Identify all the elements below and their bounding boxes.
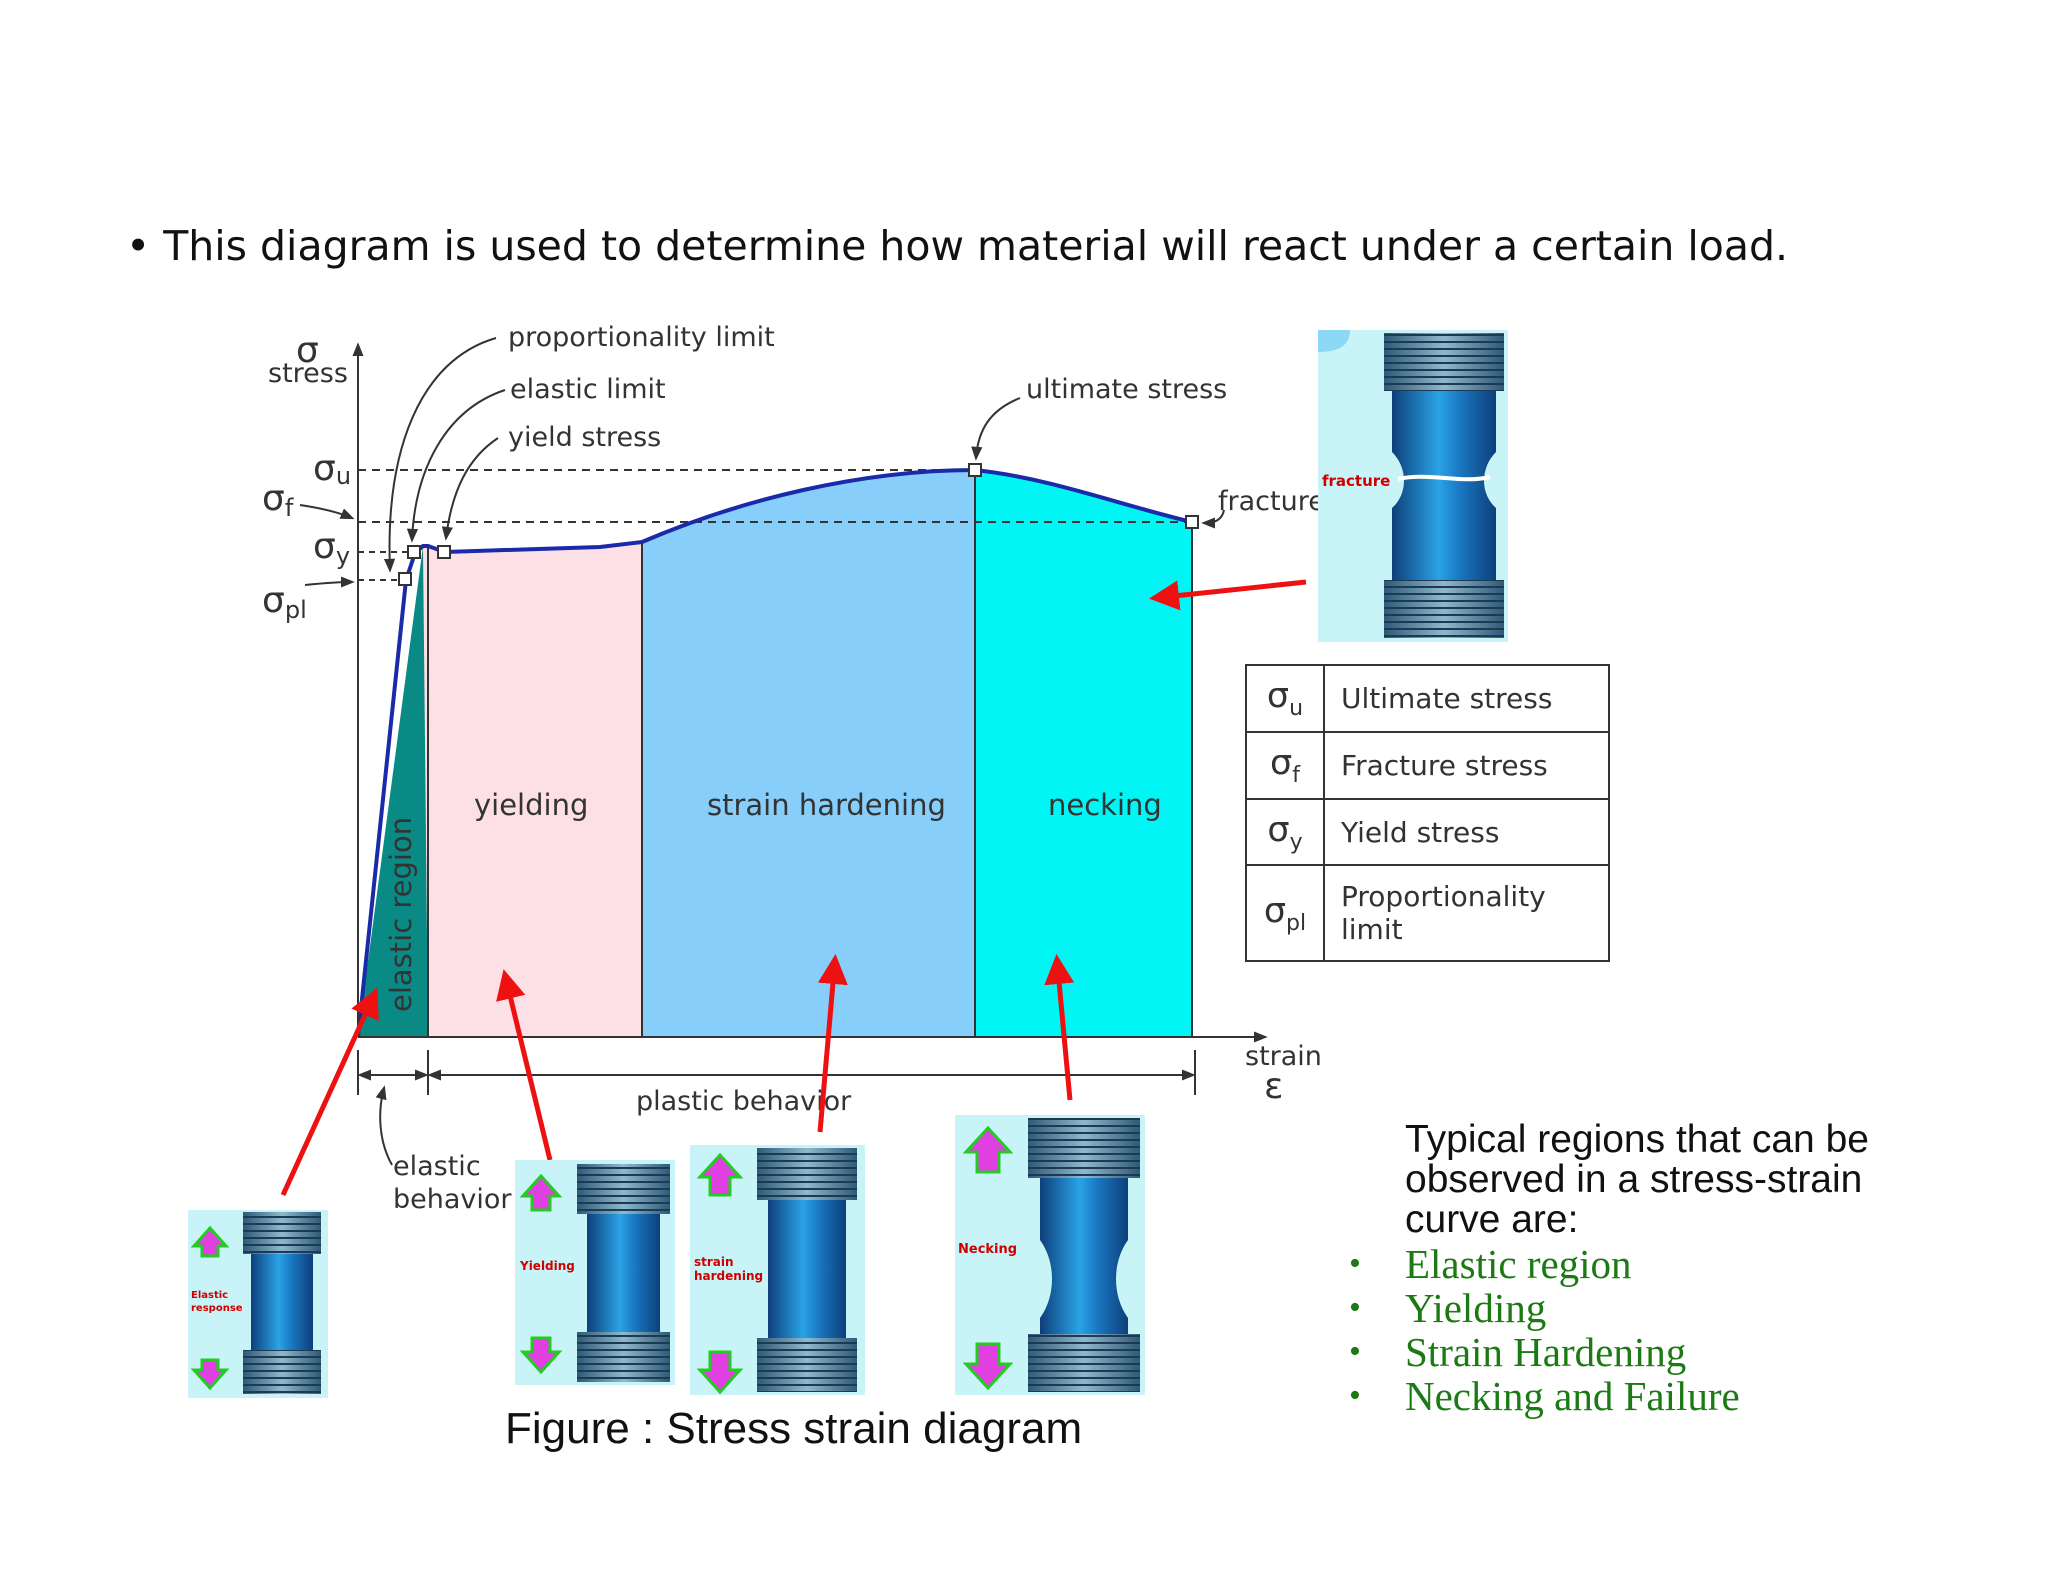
- elastic-region-fill: [358, 546, 428, 1037]
- x-axis-label: strain: [1245, 1041, 1322, 1072]
- yield-marker: [437, 545, 451, 559]
- legend-description: Fracture stress: [1323, 730, 1610, 800]
- elastic-limit-marker: [407, 545, 421, 559]
- necking-region-label: necking: [1048, 788, 1162, 822]
- specimen-elastic: Elastic response: [188, 1210, 328, 1398]
- elastic-region-label: elastic region: [384, 817, 418, 1012]
- specimen-fracture-label: fracture: [1322, 472, 1390, 490]
- specimen-necking-label: Necking: [958, 1242, 1017, 1257]
- list-item: Strain Hardening: [1349, 1330, 1925, 1374]
- specimen-necking: Necking: [955, 1115, 1145, 1395]
- yield-stress-label: yield stress: [508, 422, 661, 453]
- arrow-elastic: [280, 987, 379, 1197]
- sigma-y-label: σy: [313, 526, 350, 570]
- legend-row: σy Yield stress: [1245, 797, 1610, 867]
- fracture-marker: [1185, 515, 1199, 529]
- yielding-region-fill: [423, 542, 642, 1037]
- plastic-behavior-label: plastic behavior: [636, 1086, 852, 1117]
- specimen-hardening-label-2: hardening: [694, 1269, 763, 1283]
- specimen-yielding: Yielding: [515, 1160, 675, 1385]
- elastic-behavior-label-1: elastic: [393, 1151, 481, 1182]
- hardening-region-fill: [642, 470, 975, 1037]
- list-item: Elastic region: [1349, 1242, 1925, 1286]
- arrow-yielding: [496, 969, 553, 1161]
- arrow-fracture: [1149, 579, 1307, 611]
- specimen-fracture: fracture: [1318, 330, 1508, 642]
- x-axis-symbol: ε: [1264, 1066, 1283, 1107]
- strain-hardening-region-label: strain hardening: [707, 788, 946, 822]
- yielding-region-label: yielding: [474, 788, 588, 822]
- elastic-limit-label: elastic limit: [510, 374, 666, 405]
- legend-description: Proportionality limit: [1323, 864, 1610, 962]
- legend-row: σpl Proportionality limit: [1245, 864, 1610, 962]
- arrow-necking: [1044, 954, 1075, 1101]
- legend-symbol: σpl: [1245, 864, 1325, 962]
- specimen-elastic-label-1: Elastic: [191, 1290, 228, 1301]
- legend-symbol: σy: [1245, 797, 1325, 867]
- proportionality-limit-label: proportionality limit: [508, 322, 775, 353]
- proportionality-marker: [398, 572, 412, 586]
- specimen-hardening: strain hardening: [690, 1145, 865, 1395]
- summary-list: Elastic region Yielding Strain Hardening…: [1349, 1242, 1925, 1418]
- sigma-pl-label: σpl: [262, 580, 307, 624]
- summary-intro: Typical regions that can be observed in …: [1405, 1118, 1869, 1241]
- figure-caption: Figure : Stress strain diagram: [505, 1404, 1083, 1453]
- legend-row: σu Ultimate stress: [1245, 664, 1610, 733]
- legend-description: Ultimate stress: [1323, 664, 1610, 733]
- elastic-behavior-label-2: behavior: [393, 1184, 512, 1215]
- stress-strain-curve: [356, 467, 1193, 1038]
- specimen-hardening-label-1: strain: [694, 1255, 734, 1269]
- legend-symbol: σf: [1245, 730, 1325, 800]
- fracture-label: fracture: [1218, 486, 1325, 517]
- sigma-f-label: σf: [262, 478, 294, 522]
- y-axis-symbol: σ: [296, 330, 319, 371]
- specimen-elastic-label-2: response: [191, 1303, 243, 1314]
- arrow-hardening: [817, 954, 848, 1133]
- regions-summary: Typical regions that can be observed in …: [1349, 1118, 1925, 1419]
- ultimate-stress-label: ultimate stress: [1026, 374, 1227, 405]
- legend-row: σf Fracture stress: [1245, 730, 1610, 800]
- necking-region-fill: [975, 470, 1192, 1037]
- bullet-text: • This diagram is used to determine how …: [126, 222, 1789, 270]
- specimen-yielding-label: Yielding: [519, 1259, 575, 1273]
- ultimate-marker: [968, 463, 982, 477]
- legend-description: Yield stress: [1323, 797, 1610, 867]
- y-axis-label: stress: [268, 358, 348, 389]
- list-item: Yielding: [1349, 1286, 1925, 1330]
- sigma-u-label: σu: [313, 448, 351, 490]
- legend-symbol: σu: [1245, 664, 1325, 733]
- symbol-legend-table: σu Ultimate stress σf Fracture stress σy…: [1245, 664, 1610, 962]
- list-item: Necking and Failure: [1349, 1374, 1925, 1418]
